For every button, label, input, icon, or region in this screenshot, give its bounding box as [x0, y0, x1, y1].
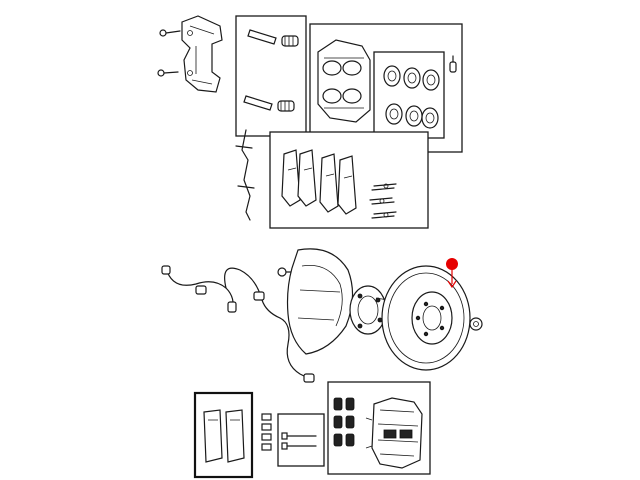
brake-caliper[interactable]: [317, 39, 371, 123]
brake-dust-shield[interactable]: [286, 248, 354, 355]
bracket-bolt-lower[interactable]: [157, 69, 179, 77]
pin-kit-box[interactable]: [277, 413, 325, 467]
performance-caliper-pads[interactable]: [333, 397, 355, 447]
dust-shield-bolt[interactable]: [277, 267, 295, 277]
bleeder-screw[interactable]: [449, 55, 457, 73]
pad-set-clips[interactable]: [261, 413, 272, 451]
performance-caliper[interactable]: [365, 397, 423, 469]
caliper-piston-set[interactable]: [383, 65, 440, 129]
guide-pin-upper[interactable]: [247, 29, 299, 47]
bracket-bolt-upper[interactable]: [159, 29, 181, 37]
red-dot-marker-icon[interactable]: [446, 258, 458, 289]
caliper-bracket[interactable]: [181, 15, 223, 93]
pin-kit-pins[interactable]: [281, 432, 317, 450]
guide-pin-lower[interactable]: [243, 95, 295, 112]
brake-pads[interactable]: [281, 149, 357, 215]
hub-nut[interactable]: [469, 317, 483, 331]
brake-rotor[interactable]: [381, 265, 471, 371]
pad-set-pads[interactable]: [203, 409, 245, 463]
anti-rattle-clip[interactable]: [235, 129, 255, 221]
guide-pin-kit-box[interactable]: [235, 15, 307, 137]
pad-hardware-clips[interactable]: [369, 183, 397, 219]
wheel-hub-bearing[interactable]: [349, 285, 391, 335]
wheel-speed-sensor-harness[interactable]: [161, 265, 315, 383]
